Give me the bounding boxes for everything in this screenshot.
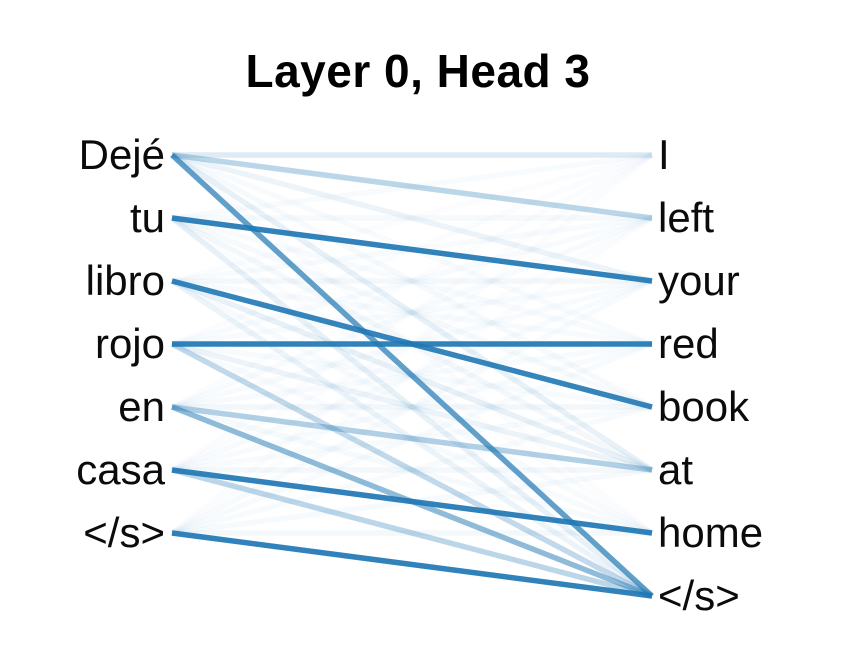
source-token[interactable]: casa — [76, 446, 165, 493]
source-token[interactable]: rojo — [94, 320, 165, 367]
attention-line — [170, 278, 654, 599]
target-token[interactable]: red — [658, 320, 719, 367]
attention-line — [171, 404, 653, 536]
target-token[interactable]: I — [658, 131, 670, 178]
attention-line — [171, 467, 653, 599]
figure-title: Layer 0, Head 3 — [245, 45, 591, 97]
target-token[interactable]: book — [658, 383, 750, 430]
target-token[interactable]: at — [658, 446, 694, 493]
source-token[interactable]: </s> — [83, 509, 165, 556]
target-token[interactable]: </s> — [658, 572, 740, 619]
source-token[interactable]: tu — [129, 194, 165, 241]
attention-line — [170, 152, 654, 410]
source-token[interactable]: libro — [85, 257, 165, 304]
attention-line — [170, 152, 654, 473]
attention-line — [171, 152, 653, 284]
attention-line — [170, 152, 654, 599]
source-token[interactable]: Dejé — [78, 131, 165, 178]
attention-line — [170, 215, 654, 599]
attention-line — [171, 404, 653, 473]
attention-line — [171, 215, 653, 284]
target-token[interactable]: your — [658, 257, 740, 304]
attention-line — [171, 467, 653, 536]
target-token[interactable]: left — [658, 194, 715, 241]
source-token[interactable]: en — [118, 383, 165, 430]
attention-line — [171, 152, 653, 221]
attention-line — [170, 341, 654, 599]
attention-line — [171, 341, 653, 473]
target-token[interactable]: home — [658, 509, 764, 556]
attention-line — [170, 215, 654, 410]
attention-line — [171, 530, 653, 599]
